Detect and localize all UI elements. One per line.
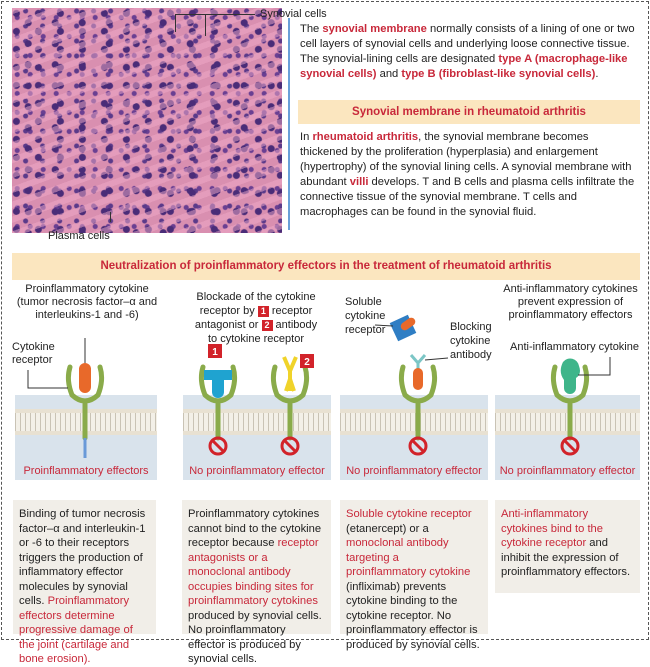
col4-description: Anti-inflammatory cytokines bind to the … [495,500,640,593]
col3-description: Soluble cytokine receptor (etanercept) o… [340,500,488,651]
leader-line [110,212,111,222]
ra-text: In rheumatoid arthritis, the synovial me… [300,131,635,218]
anti-inflammatory-cytokine-icon [560,358,580,394]
membrane-3 [340,395,488,470]
prohibited-icon [208,436,580,456]
receptor-icon [550,364,590,441]
membrane-2 [183,395,331,470]
leader-line [424,357,449,361]
receptor-antagonist-icon [204,370,232,398]
leader-line [175,14,255,15]
receptor-diagrams: 1 2 [27,314,611,458]
receptor-icon [398,364,438,441]
number-2-badge-icon [300,354,314,368]
number-1-badge-icon [208,344,222,358]
cytokine-receptor-label: Cytokine receptor [12,341,55,366]
receptor-icon [270,364,310,441]
col4-effect: No proinflammatory effector [495,462,640,480]
histology-micrograph [12,8,282,233]
receptor-icon [198,364,238,441]
treatment-header: Neutralization of proinflammatory effect… [12,253,640,280]
cytokine-icon [413,368,423,390]
col4-title: Anti-inflammatory cytokines prevent expr… [503,283,638,321]
col1-title: Proinflammatory cytokine (tumor necrosis… [16,283,158,321]
col2-description: Proinflammatory cytokines cannot bind to… [182,500,331,665]
leader-line [205,14,206,36]
leader-line [374,324,394,327]
figure-frame [1,1,649,640]
leader-line [175,14,176,32]
col3-effect: No proinflammatory effector [340,462,488,480]
intro-text: The synovial membrane normally consists … [300,23,635,80]
col1-description: Binding of tumor necrosis factor–α and i… [13,500,156,665]
col2-effect: No proinflammatory effector [183,462,331,480]
number-1-badge-text: 1 [212,347,218,358]
plasma-cells-label: Plasma cells [48,230,110,242]
anti-inflammatory-cytokine-label: Anti-inflammatory cytokine [510,341,639,353]
col1-effect: Proinflammatory effectors [15,462,157,480]
soluble-receptor-label: Soluble cytokine receptor [345,296,386,336]
col2-title: Blockade of the cytokine receptor by 1 r… [194,291,318,345]
blocking-antibody-label: Blocking cytokine antibody [450,321,492,361]
ra-header: Synovial membrane in rheumatoid arthriti… [298,100,640,124]
antibody-icon [282,356,298,392]
cytokine-icon [79,363,91,393]
bound-cytokine-icon [400,317,416,331]
synovial-cells-label: Synovial cells [260,8,327,20]
leader-line [27,370,68,389]
bracket-line [288,18,290,230]
receptor-icon [65,364,105,441]
leader-line [578,357,611,376]
number-2-badge-text: 2 [304,357,310,368]
